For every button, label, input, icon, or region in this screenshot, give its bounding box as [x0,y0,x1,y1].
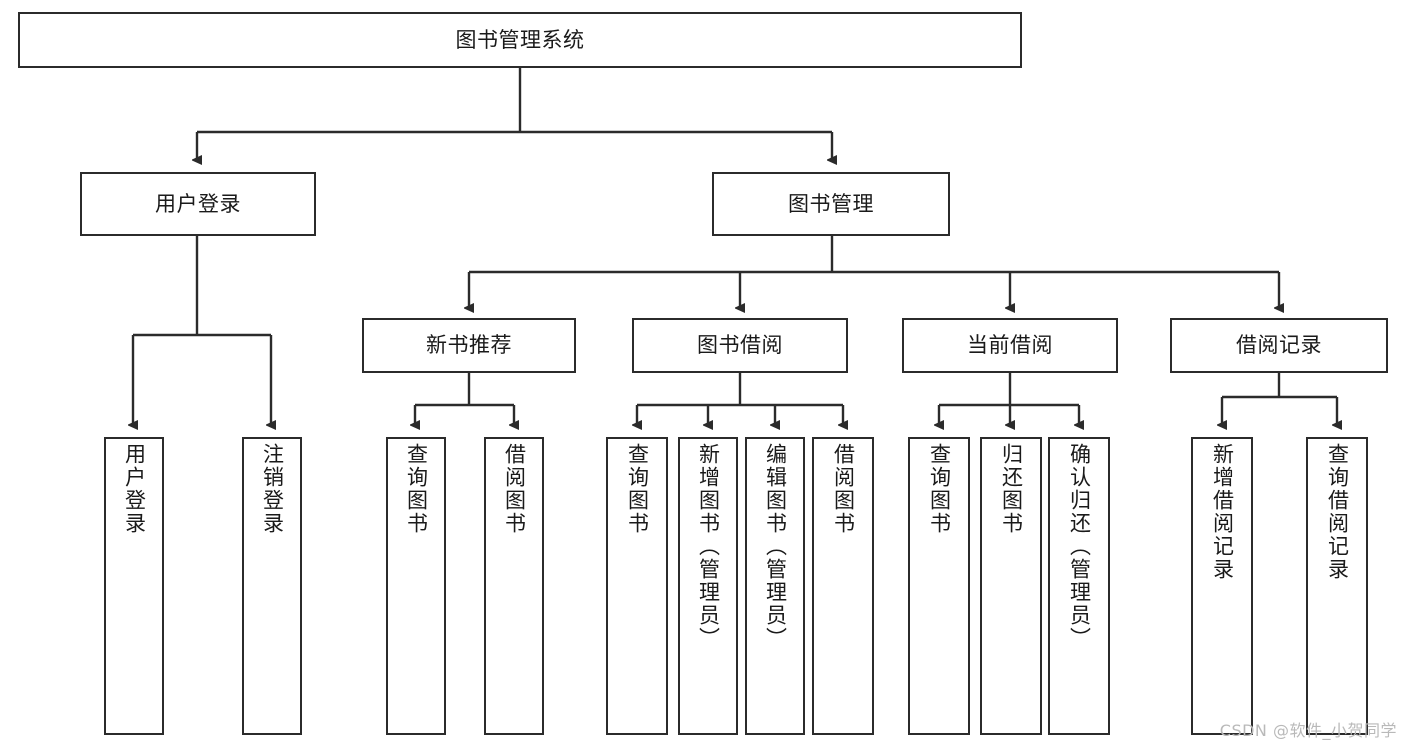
node-label: 新书推荐 [426,333,512,358]
node-user-login[interactable]: 用户登录 [80,172,316,236]
leaf-book-borrow-edit[interactable]: 编辑图书（管理员） [745,437,805,735]
leaf-new-book-borrow[interactable]: 借阅图书 [484,437,544,735]
node-label: 编辑图书（管理员） [763,443,788,650]
leaf-new-book-query[interactable]: 查询图书 [386,437,446,735]
node-label: 新增图书（管理员） [696,443,721,650]
leaf-book-borrow-add[interactable]: 新增图书（管理员） [678,437,738,735]
node-label: 确认归还（管理员） [1067,443,1092,650]
leaf-current-borrow-confirm-return[interactable]: 确认归还（管理员） [1048,437,1110,735]
node-root-system[interactable]: 图书管理系统 [18,12,1022,68]
node-label: 当前借阅 [967,333,1053,358]
leaf-book-borrow-borrow[interactable]: 借阅图书 [812,437,874,735]
node-label: 图书管理系统 [455,27,585,52]
node-label: 借阅图书 [502,443,527,535]
node-label: 注销登录 [260,443,285,535]
leaf-current-borrow-return[interactable]: 归还图书 [980,437,1042,735]
leaf-borrow-record-query[interactable]: 查询借阅记录 [1306,437,1368,735]
node-label: 图书借阅 [697,333,783,358]
node-label: 查询图书 [927,443,952,535]
node-label: 借阅记录 [1236,333,1322,358]
csdn-watermark: CSDN @软件_小贺同学 [1219,721,1397,740]
leaf-borrow-record-add[interactable]: 新增借阅记录 [1191,437,1253,735]
node-borrow-record[interactable]: 借阅记录 [1170,318,1388,373]
leaf-current-borrow-query[interactable]: 查询图书 [908,437,970,735]
node-new-book-recommend[interactable]: 新书推荐 [362,318,576,373]
node-label: 用户登录 [155,191,241,216]
node-label: 查询借阅记录 [1325,443,1350,581]
node-label: 图书管理 [788,191,874,216]
node-book-borrow[interactable]: 图书借阅 [632,318,848,373]
leaf-user-login-logout[interactable]: 注销登录 [242,437,302,735]
node-label: 查询图书 [404,443,429,535]
leaf-book-borrow-query[interactable]: 查询图书 [606,437,668,735]
node-book-management[interactable]: 图书管理 [712,172,950,236]
node-label: 归还图书 [999,443,1024,535]
leaf-user-login-login[interactable]: 用户登录 [104,437,164,735]
node-current-borrow[interactable]: 当前借阅 [902,318,1118,373]
node-label: 新增借阅记录 [1210,443,1235,581]
node-label: 用户登录 [122,443,147,535]
node-label: 借阅图书 [831,443,856,535]
node-label: 查询图书 [625,443,650,535]
